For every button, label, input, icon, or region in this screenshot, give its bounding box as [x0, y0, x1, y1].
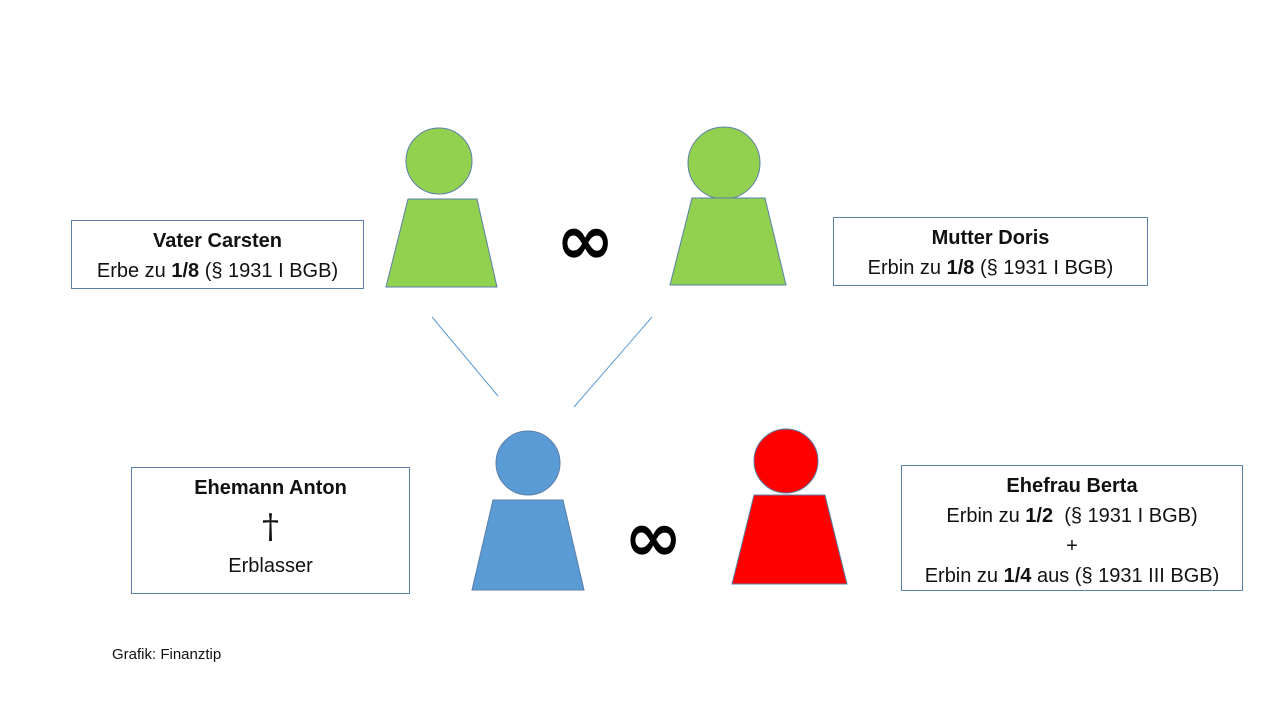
marriage-symbol-parents: ∞: [556, 199, 615, 281]
wife-body: [731, 494, 848, 585]
connector-line-father: [431, 316, 499, 397]
mother-share-prefix: Erbin zu: [867, 257, 947, 279]
wife-share-2-prefix: Erbin zu: [924, 565, 1004, 587]
husband-figure: [471, 430, 585, 591]
father-figure: [385, 127, 498, 288]
mother-info-box: Mutter Doris Erbin zu 1/8 (§ 1931 I BGB): [833, 217, 1148, 286]
wife-share-1-suffix: (§ 1931 I BGB): [1053, 505, 1198, 527]
father-share-suffix: (§ 1931 I BGB): [199, 260, 339, 282]
father-info-box: Vater Carsten Erbe zu 1/8 (§ 1931 I BGB): [71, 220, 364, 289]
husband-role: Erblasser: [228, 555, 313, 577]
deceased-cross-icon: †: [262, 507, 279, 547]
father-name: Vater Carsten: [153, 230, 282, 252]
wife-head: [753, 428, 819, 494]
wife-plus-sign: +: [1066, 535, 1078, 557]
wife-share-line-2: Erbin zu 1/4 aus (§ 1931 III BGB): [902, 561, 1242, 591]
wife-share-1-value: 1/2: [1025, 505, 1054, 527]
wife-name: Ehefrau Berta: [1006, 475, 1138, 497]
mother-figure: [669, 126, 787, 286]
father-share-value: 1/8: [171, 260, 200, 282]
connector-line-mother: [573, 316, 653, 408]
father-head: [405, 127, 473, 195]
husband-info-box: Ehemann Anton † Erblasser: [131, 467, 410, 594]
mother-share-line: Erbin zu 1/8 (§ 1931 I BGB): [834, 253, 1147, 283]
father-share-prefix: Erbe zu: [96, 260, 172, 282]
mother-body: [669, 197, 787, 286]
wife-share-2-value: 1/4: [1003, 565, 1032, 587]
wife-share-line-1: Erbin zu 1/2 (§ 1931 I BGB): [902, 501, 1242, 531]
father-share-line: Erbe zu 1/8 (§ 1931 I BGB): [72, 256, 363, 286]
husband-body: [471, 499, 585, 591]
wife-figure: [731, 428, 848, 585]
mother-share-suffix: (§ 1931 I BGB): [974, 257, 1114, 279]
graphic-credit: Grafik: Finanztip: [112, 646, 222, 663]
marriage-symbol-couple: ∞: [624, 496, 683, 578]
mother-name: Mutter Doris: [931, 227, 1050, 249]
wife-share-1-prefix: Erbin zu: [946, 505, 1026, 527]
mother-share-value: 1/8: [946, 257, 975, 279]
wife-share-2-suffix: aus (§ 1931 III BGB): [1031, 565, 1220, 587]
father-body: [385, 198, 498, 288]
mother-head: [687, 126, 761, 200]
husband-head: [495, 430, 561, 496]
husband-name: Ehemann Anton: [194, 477, 347, 499]
wife-info-box: Ehefrau Berta Erbin zu 1/2 (§ 1931 I BGB…: [901, 465, 1243, 591]
